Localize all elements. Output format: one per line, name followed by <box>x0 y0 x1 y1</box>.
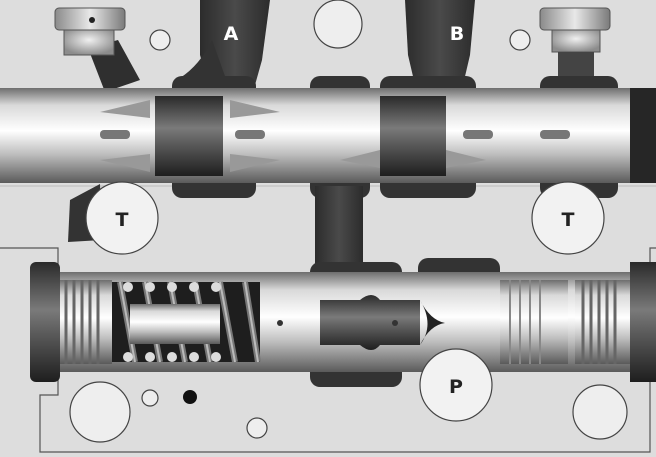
port-p-label: P <box>449 376 463 398</box>
port-p-circle <box>419 348 493 422</box>
port-t-right-label: T <box>562 209 575 231</box>
port-t-right-circle <box>531 181 605 255</box>
housing-hole <box>313 0 363 49</box>
lower-spool <box>30 262 656 382</box>
end-plug-left <box>30 262 112 382</box>
housing-hole-dark <box>183 390 197 404</box>
housing-hole <box>246 417 268 439</box>
housing-hole <box>69 381 131 443</box>
housing-hole <box>572 384 628 440</box>
upper-spool <box>0 88 656 183</box>
end-plug-right <box>575 262 656 382</box>
housing-hole <box>509 29 531 51</box>
fitting-left <box>54 7 126 56</box>
poppet <box>320 295 420 350</box>
port-t-left-label: T <box>116 209 129 231</box>
port-t-left-circle <box>85 181 159 255</box>
housing-hole <box>141 389 159 407</box>
port-b-channel <box>405 0 475 85</box>
port-a-label: A <box>224 23 239 45</box>
housing-hole <box>149 29 171 51</box>
port-b-label: B <box>450 23 464 45</box>
